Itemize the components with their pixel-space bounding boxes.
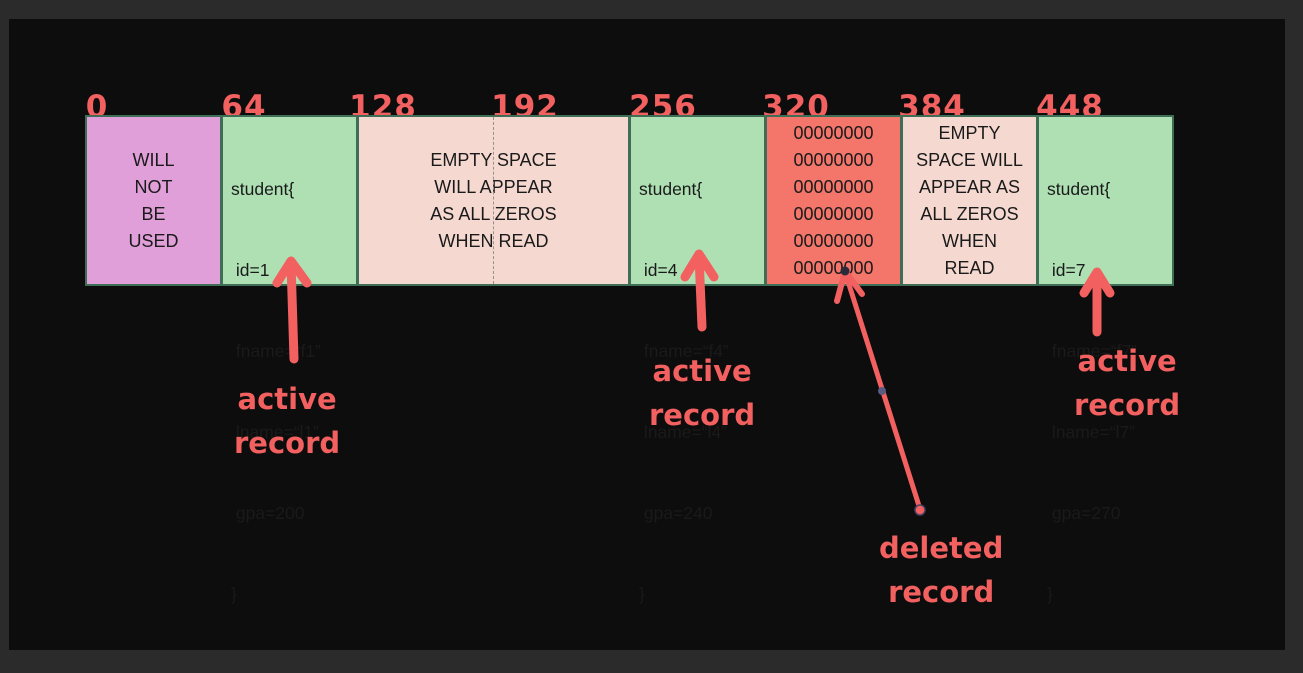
- arrow-active-record-2: [694, 251, 707, 332]
- annotation-line: record: [1074, 388, 1181, 422]
- annotation-line: deleted: [879, 531, 1004, 565]
- block-text-line: EMPTY: [938, 122, 1001, 143]
- annotation-active-record-3: active record: [1074, 339, 1180, 427]
- annotation-line: record: [888, 575, 995, 609]
- zero-line: 00000000: [793, 230, 874, 251]
- arrow-head-active-record-1: [272, 256, 312, 288]
- block-empty-space-wide: EMPTY SPACE WILL APPEAR AS ALL ZEROS WHE…: [357, 115, 630, 286]
- block-text-line: NOT: [134, 176, 173, 197]
- record-line: id=4: [639, 260, 678, 280]
- annotation-line: active: [237, 382, 337, 416]
- block-divider-192: [493, 117, 494, 284]
- block-text-line: WHEN: [942, 230, 997, 251]
- arrow-endpoint-handle: [914, 504, 926, 516]
- record-line: fname=“f4”: [639, 341, 729, 361]
- record-line: lname=“l7”: [1047, 422, 1136, 442]
- annotation-line: active: [652, 354, 752, 388]
- block-text-line: SPACE WILL: [916, 149, 1023, 170]
- annotation-line: active: [1077, 344, 1177, 378]
- record-line: student{: [639, 179, 703, 199]
- record-line: gpa=200: [231, 503, 305, 523]
- record-line: id=1: [231, 260, 270, 280]
- zero-line: 00000000: [793, 257, 874, 278]
- record-line: student{: [1047, 179, 1111, 199]
- record-line: }: [231, 584, 237, 604]
- block-text-line: BE: [141, 203, 166, 224]
- annotation-active-record-2: active record: [649, 349, 755, 437]
- annotation-arrows: [272, 249, 1115, 516]
- arrow-head-active-record-3: [1079, 267, 1115, 298]
- record-line: fname=“f7”: [1047, 341, 1137, 361]
- record-line: }: [1047, 584, 1053, 604]
- annotation-deleted-record: deleted record: [879, 526, 1003, 614]
- record-line: id=7: [1047, 260, 1086, 280]
- annotation-active-record-1: active record: [234, 377, 340, 465]
- zero-line: 00000000: [793, 122, 874, 143]
- record-line: lname=“l4”: [639, 422, 728, 442]
- block-text-line: USED: [128, 230, 179, 251]
- arrow-active-record-1: [286, 258, 299, 364]
- block-text-line: ALL ZEROS: [920, 203, 1019, 224]
- record-line: lname=“l1”: [231, 422, 320, 442]
- diagram-canvas: 0 64 128 192 256 320 384 448 WILL NOT BE…: [9, 19, 1285, 650]
- record-line: fname=“f1”: [231, 341, 321, 361]
- annotation-line: record: [234, 426, 341, 460]
- record-line: gpa=240: [639, 503, 713, 523]
- arrow-startpoint-handle: [840, 266, 850, 276]
- block-record-id7: student{ id=7 fname=“f7” lname=“l7” gpa=…: [1037, 115, 1174, 604]
- record-line: student{: [231, 179, 295, 199]
- block-text-line: READ: [944, 257, 995, 278]
- zero-line: 00000000: [793, 203, 874, 224]
- record-line: }: [639, 584, 645, 604]
- arrow-midpoint-handle: [878, 387, 886, 395]
- zero-line: 00000000: [793, 149, 874, 170]
- record-line: gpa=270: [1047, 503, 1121, 523]
- arrow-head-active-record-2: [680, 249, 719, 282]
- block-text-line: APPEAR AS: [918, 176, 1021, 197]
- block-text-line: WILL: [132, 149, 175, 170]
- zero-line: 00000000: [793, 176, 874, 197]
- block-empty-space-narrow: EMPTY SPACE WILL APPEAR AS ALL ZEROS WHE…: [901, 115, 1038, 286]
- annotation-line: record: [649, 398, 756, 432]
